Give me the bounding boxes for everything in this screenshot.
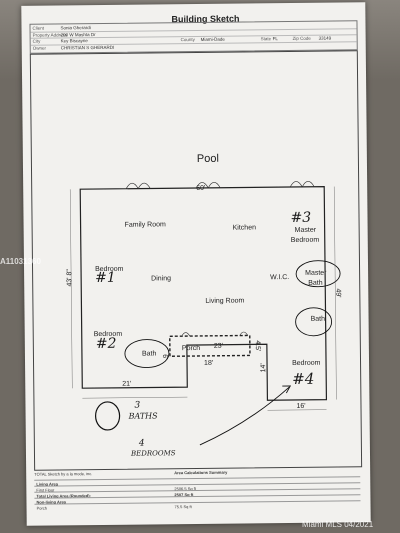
floor-plan-drawing [70, 180, 341, 446]
label-bath-right: Bath [310, 315, 326, 323]
dimension-line [70, 189, 73, 389]
dimension-line [82, 396, 188, 399]
city-key: City [32, 38, 41, 44]
handwritten-num-4: #4 [292, 369, 315, 388]
handwritten-arrow [199, 386, 290, 446]
label-living-room: Living Room [205, 297, 245, 305]
house-outline [79, 186, 328, 401]
label-master-bath-1: Master [305, 269, 327, 277]
state-key: State [260, 36, 272, 42]
handwritten-beds-count: 4 [138, 438, 145, 449]
footer-credit: TOTAL Sketch by a la mode, inc. [34, 471, 93, 477]
label-dining: Dining [151, 275, 172, 283]
city-value: Key Biscayne [60, 38, 88, 44]
watermark-mls: Miami MLS 04/2021 [302, 520, 374, 529]
label-master-bedroom-1: Master [294, 226, 317, 234]
dim-18: 18' [204, 359, 214, 367]
state-value: FL [272, 36, 278, 42]
label-pool: Pool [196, 152, 219, 165]
owner-key: Owner [32, 45, 47, 51]
dim-23: 23' [213, 342, 224, 350]
handwritten-num-1: #1 [95, 269, 116, 287]
handwritten-arrow-head [282, 385, 292, 394]
dim-16: 16' [296, 402, 306, 410]
dim-14: 14' [260, 363, 268, 373]
client-value: Sonia Gherardi [60, 25, 91, 31]
door-arc [289, 180, 315, 188]
summary-title: Area Calculations Summary [174, 469, 228, 476]
handwritten-circle [295, 260, 341, 288]
dim-43-8: 43' 8" [66, 269, 74, 287]
label-master-bath-2: Bath [308, 279, 323, 287]
handwritten-baths-count: 3 [134, 400, 141, 411]
dim-4-5: 4.5' [253, 340, 261, 352]
dim-49: 49' [334, 288, 342, 298]
property-info-table: Client Sonia Gherardi Property Address 2… [29, 20, 358, 54]
sketch-area: Pool 60' Family Room Kitchen Master Bedr… [29, 50, 363, 471]
dim-6: 6' [161, 354, 169, 360]
dimension-line [267, 409, 327, 411]
door-arc [239, 331, 249, 336]
handwritten-circle [295, 307, 333, 337]
porch-label: Porch [36, 505, 48, 511]
handwritten-o [94, 401, 121, 431]
area-summary: TOTAL Sketch by a la mode, inc. Area Cal… [34, 468, 361, 521]
label-family-room: Family Room [124, 221, 166, 229]
handwritten-baths: BATHS [128, 411, 158, 421]
door-arc [125, 182, 151, 189]
label-porch: Porch [181, 344, 201, 353]
watermark-id: A11031360 [0, 257, 41, 266]
handwritten-num-3: #3 [290, 209, 312, 227]
document-page: Building Sketch Client Sonia Gherardi Pr… [21, 2, 371, 526]
handwritten-circle [124, 339, 170, 368]
label-bath-left: Bath [141, 350, 157, 358]
zip-key: Zip Code [292, 35, 311, 41]
county-value: Miami-Dade [200, 36, 225, 42]
dim-21: 21' [122, 380, 132, 388]
door-arc [181, 332, 191, 337]
porch-outline [169, 334, 251, 357]
handwritten-bedrooms: BEDROOMS [130, 449, 176, 458]
handwritten-num-2: #2 [95, 335, 117, 353]
label-master-bedroom-2: Bedroom [290, 236, 320, 245]
label-bedroom-4: Bedroom [292, 359, 321, 367]
client-key: Client [32, 25, 45, 31]
owner-value: CHRISTIAN S GHERARDI [60, 44, 115, 50]
label-wic: W.I.C. [270, 274, 290, 282]
door-arc [195, 181, 221, 189]
dim-60: 60' [196, 184, 206, 192]
porch-value: 75.5 Sq ft [174, 504, 192, 510]
dimension-line [333, 186, 337, 400]
zip-value: 33149 [318, 35, 332, 41]
county-key: County [180, 36, 195, 43]
label-kitchen: Kitchen [232, 224, 257, 232]
